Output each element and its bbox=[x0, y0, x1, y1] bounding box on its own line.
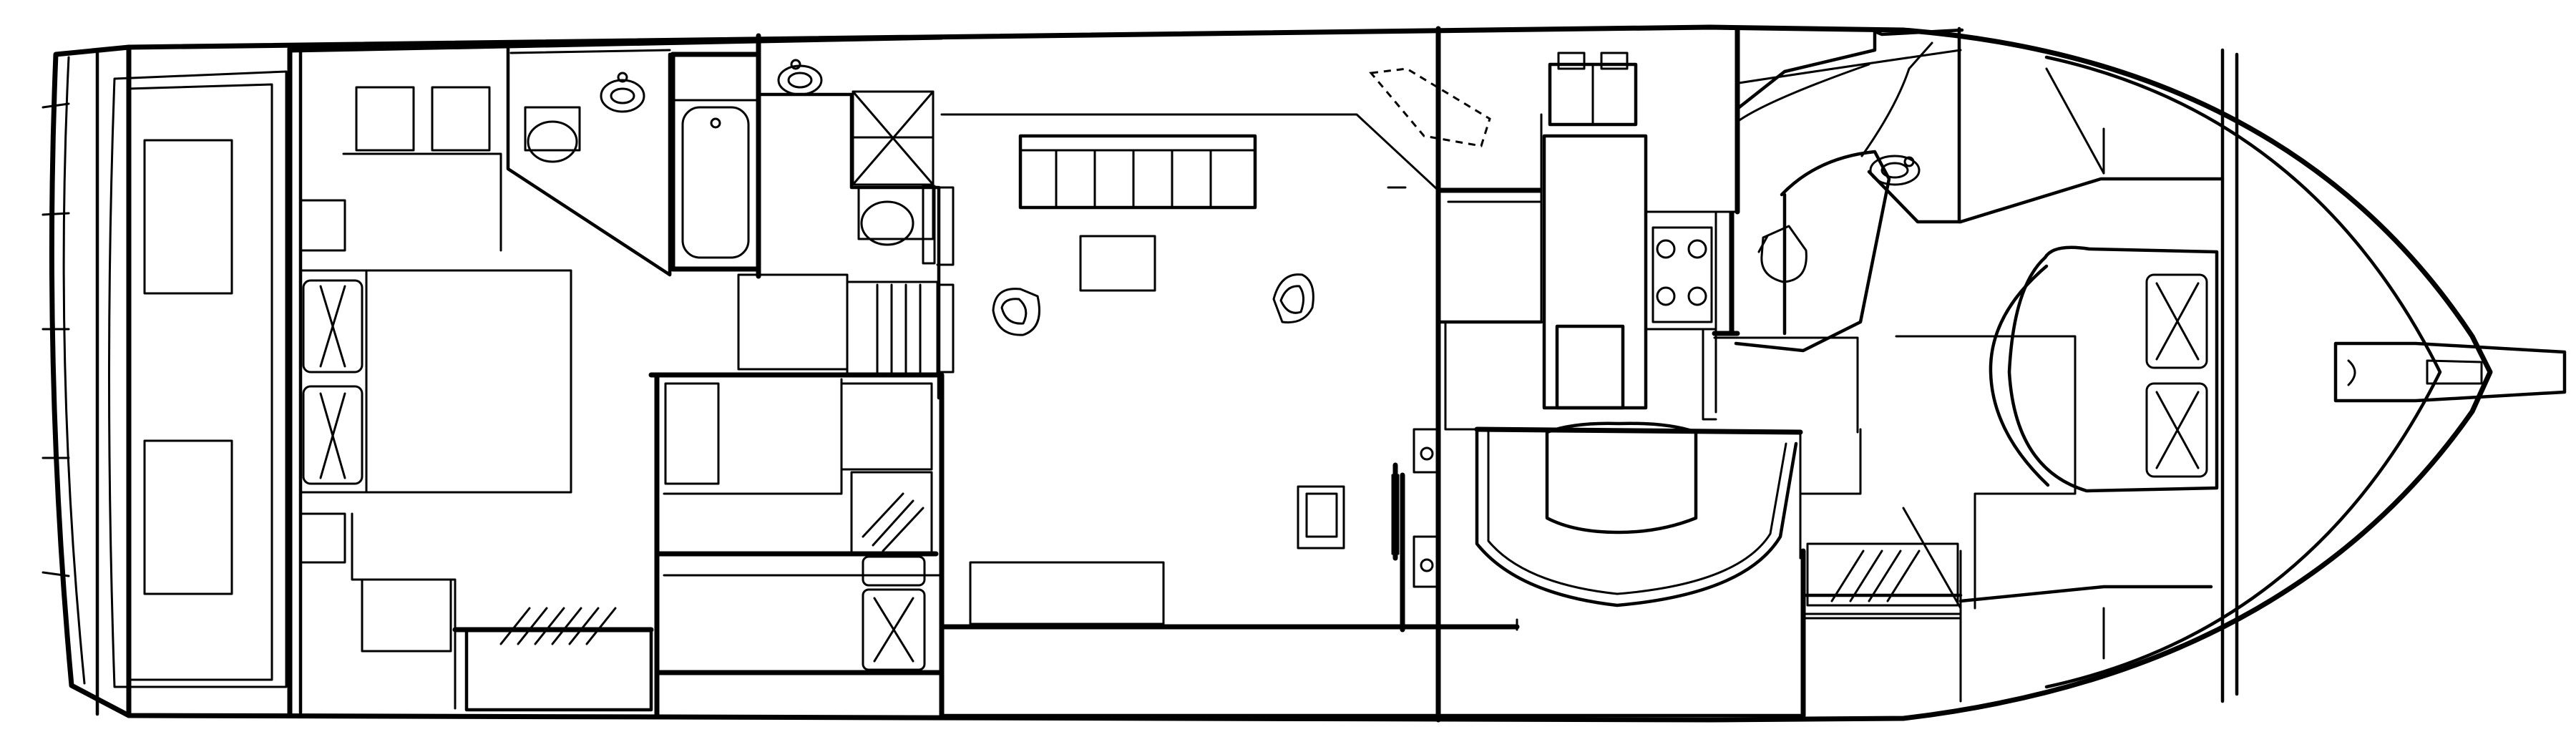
guest-head bbox=[756, 59, 955, 400]
cooktop-icon bbox=[1652, 226, 1713, 323]
pillow-icon bbox=[302, 385, 364, 485]
dinette-table-icon bbox=[1545, 421, 1698, 534]
sink-icon bbox=[1869, 155, 1921, 186]
pillow-icon bbox=[302, 279, 364, 374]
side-decks bbox=[127, 713, 1805, 721]
chair-icon bbox=[1272, 273, 1314, 324]
salon bbox=[939, 67, 1520, 633]
guest-stateroom bbox=[648, 372, 945, 718]
pillow-icon bbox=[2145, 382, 2208, 478]
stern-deck bbox=[42, 44, 288, 718]
hatch-lower bbox=[143, 439, 233, 595]
bathtub-area bbox=[670, 33, 761, 279]
nightstand-icon bbox=[664, 382, 720, 485]
galley bbox=[1435, 26, 1740, 723]
nightstand-icon bbox=[431, 86, 491, 152]
toilet-tank-icon bbox=[524, 106, 581, 152]
bow-pulpit bbox=[2333, 341, 2567, 403]
bathtub-icon bbox=[670, 52, 761, 272]
chair-icon bbox=[992, 288, 1040, 336]
bed-icon bbox=[299, 269, 572, 494]
sink-icon bbox=[600, 79, 645, 113]
pillow-icon bbox=[2145, 273, 2208, 369]
hull-outline bbox=[126, 24, 2493, 723]
coffee-table-icon bbox=[1079, 235, 1156, 292]
forward-stateroom bbox=[1737, 48, 2239, 703]
toilet-icon bbox=[1760, 225, 1807, 283]
dinette bbox=[1474, 421, 1862, 631]
cabinet-icon bbox=[361, 578, 452, 653]
toilet-icon bbox=[527, 120, 578, 163]
chair-icon bbox=[1297, 485, 1345, 550]
toilet-icon bbox=[860, 200, 914, 246]
forward-head bbox=[1734, 26, 1964, 353]
anchor-pulpit-icon bbox=[2333, 341, 2567, 403]
pillow-icon bbox=[862, 588, 926, 671]
cabinet-icon bbox=[840, 382, 933, 471]
forward-passage bbox=[1712, 210, 1963, 718]
master-head bbox=[287, 34, 945, 277]
pillow-icon bbox=[862, 555, 926, 587]
galley-counter bbox=[1542, 134, 1648, 410]
settee-icon bbox=[969, 561, 1165, 625]
hanging-locker bbox=[1806, 542, 1959, 607]
settee-icon bbox=[1018, 134, 1257, 210]
companionway-stairs bbox=[737, 273, 939, 376]
master-stateroom bbox=[287, 46, 654, 718]
hatch-upper bbox=[143, 139, 233, 295]
sink-icon bbox=[777, 64, 823, 96]
door-swing bbox=[1369, 67, 1491, 147]
hanging-locker bbox=[464, 628, 653, 712]
v-berth-bed bbox=[2007, 245, 2219, 493]
nightstand-icon bbox=[355, 86, 415, 152]
